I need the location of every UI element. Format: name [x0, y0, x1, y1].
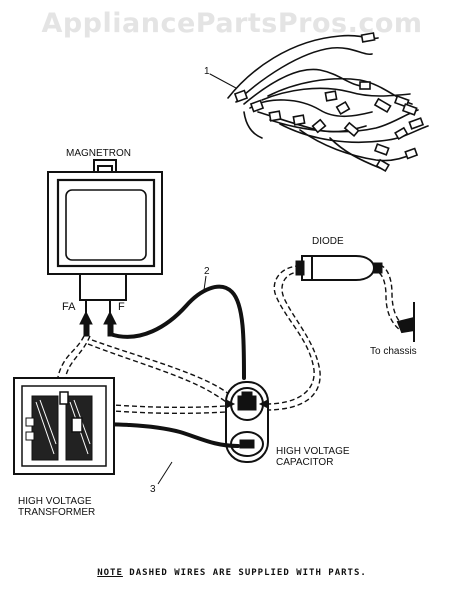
chassis-ground	[396, 302, 415, 342]
callout-3: 3	[150, 484, 156, 495]
capacitor-label-line2: CAPACITOR	[276, 457, 334, 468]
note-text: DASHED WIRES ARE SUPPLIED WITH PARTS.	[122, 568, 367, 578]
f-terminal-label: F	[118, 301, 125, 313]
transformer-label-line1: HIGH VOLTAGE	[18, 496, 92, 507]
fa-terminal-label: FA	[62, 301, 76, 313]
diode	[295, 255, 383, 281]
hv-capacitor	[225, 381, 269, 463]
watermark-text: AppliancePartsPros.com	[41, 8, 423, 39]
magnetron-label: MAGNETRON	[66, 148, 131, 159]
callout-leaders	[157, 275, 207, 485]
note-prefix: NOTE	[97, 568, 123, 578]
footnote: NOTE DASHED WIRES ARE SUPPLIED WITH PART…	[0, 568, 464, 578]
diode-label: DIODE	[312, 236, 344, 247]
callout-1: 1	[204, 66, 210, 77]
wire-harness	[209, 32, 429, 173]
hv-transformer	[13, 377, 115, 475]
capacitor-label-line1: HIGH VOLTAGE	[276, 446, 350, 457]
wire-2	[108, 284, 246, 380]
transformer-label-line2: TRANSFORMER	[18, 507, 96, 518]
callout-2: 2	[204, 266, 210, 277]
magnetron	[47, 159, 163, 314]
to-chassis-label: To chassis	[370, 346, 417, 357]
